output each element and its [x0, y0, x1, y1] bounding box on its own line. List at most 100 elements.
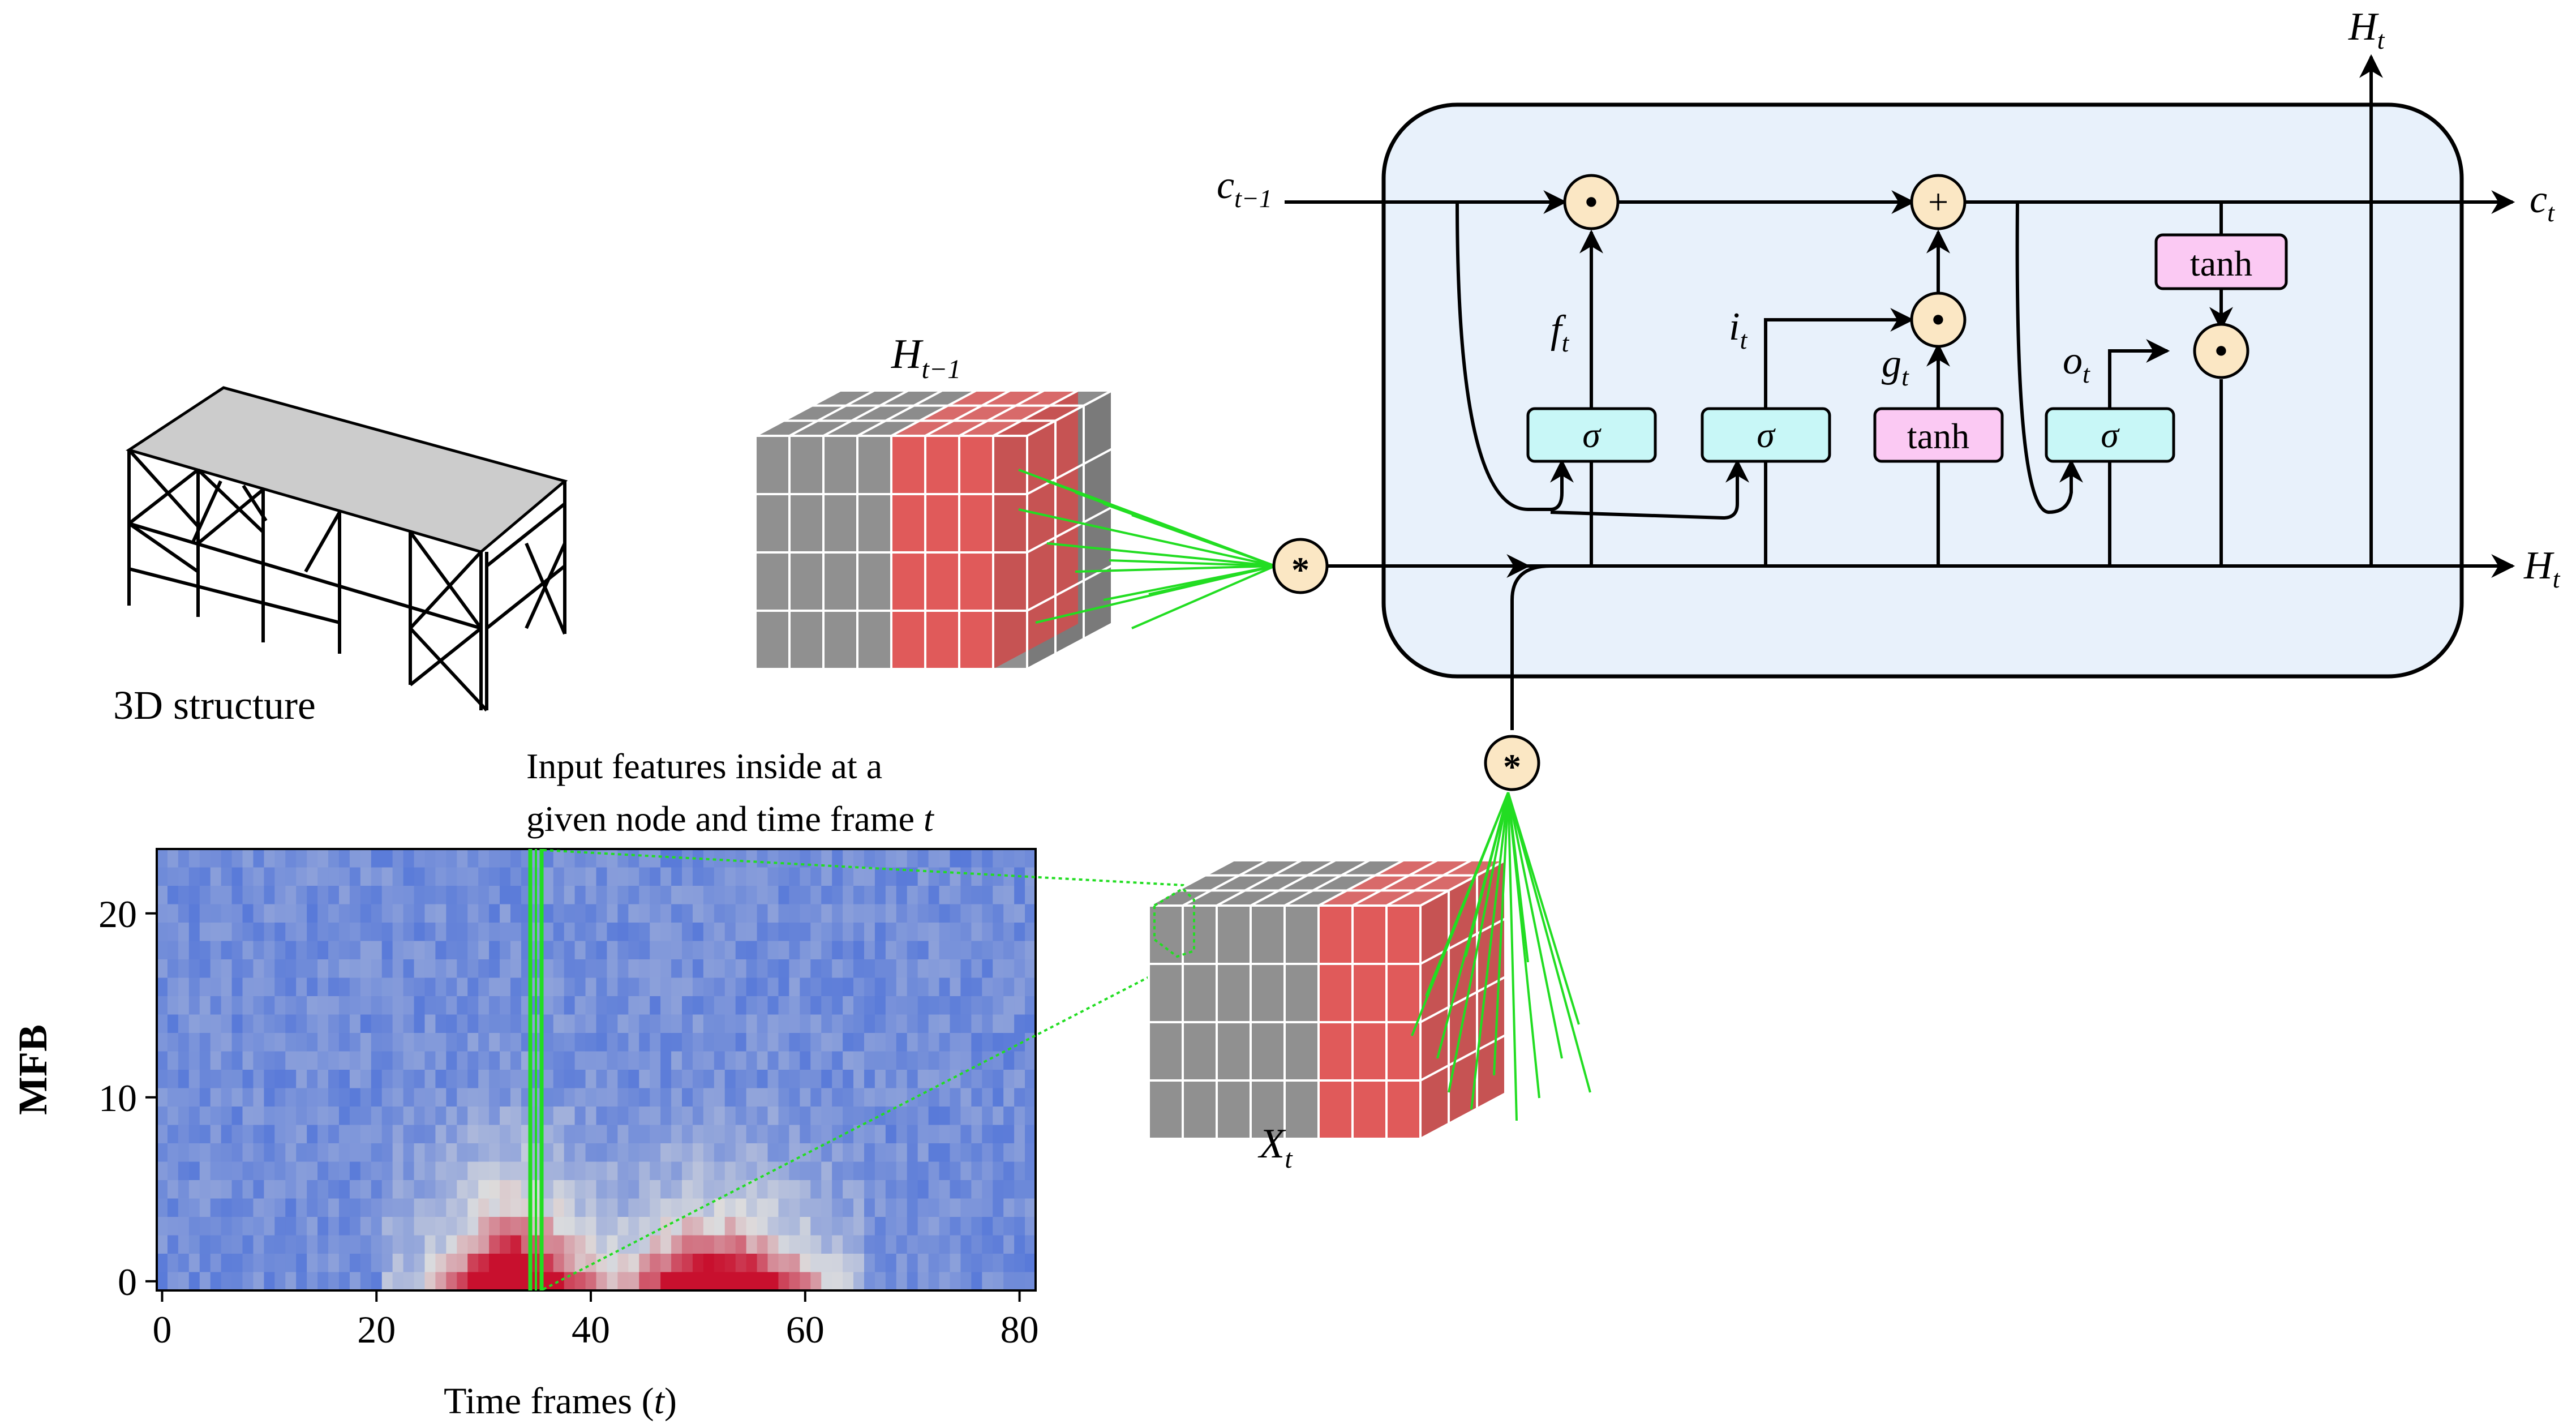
heatmap-cell — [982, 1033, 994, 1052]
heatmap-cell — [639, 1217, 650, 1236]
heatmap-cell — [285, 996, 297, 1015]
heatmap-cell — [993, 1088, 1004, 1107]
heatmap-cell — [874, 1088, 886, 1107]
heatmap-cell — [489, 996, 500, 1015]
heatmap-cell — [381, 1235, 393, 1254]
heatmap-cell — [864, 1014, 875, 1034]
heatmap-cell — [264, 977, 276, 997]
heatmap-cell — [617, 1235, 629, 1254]
heatmap-cell — [832, 959, 843, 979]
heatmap-cell — [285, 1217, 297, 1236]
input-conv-op: * — [1484, 735, 1540, 791]
heatmap-cell — [778, 996, 790, 1015]
heatmap-cell — [167, 1161, 179, 1181]
heatmap-cell — [435, 1272, 447, 1290]
heatmap-cell — [457, 1143, 469, 1163]
heatmap-cell — [757, 1180, 768, 1199]
heatmap-cell — [328, 1125, 340, 1144]
heatmap-cell — [500, 1033, 511, 1052]
heatmap-cell — [478, 977, 490, 997]
heatmap-cell — [703, 1161, 715, 1181]
heatmap-cell — [564, 977, 576, 997]
heatmap-cell — [360, 996, 372, 1015]
heatmap-cell — [296, 1235, 307, 1254]
heatmap-cell — [982, 1217, 994, 1236]
heatmap-cell — [285, 886, 297, 905]
heatmap-cell — [478, 886, 490, 905]
heatmap-cell — [767, 1033, 779, 1052]
heatmap-cell — [617, 904, 629, 923]
heatmap-cell — [542, 1254, 554, 1273]
heatmap-cell — [221, 996, 233, 1015]
heatmap-cell — [424, 886, 436, 905]
y-tick-label: 0 — [118, 1260, 137, 1303]
heatmap-cell — [317, 959, 329, 979]
heatmap-cell — [414, 1143, 426, 1163]
heatmap-cell — [178, 959, 190, 979]
heatmap-cell — [457, 1033, 469, 1052]
heatmap-cell — [800, 941, 812, 960]
heatmap-cell — [478, 1235, 490, 1254]
heatmap-cell — [285, 1107, 297, 1126]
heatmap-cell — [896, 1217, 908, 1236]
heatmap-cell — [639, 1051, 650, 1070]
heatmap-cell — [392, 1033, 404, 1052]
cell-state-prev-label: ct−1 — [1217, 164, 1272, 213]
heatmap-cell — [1014, 904, 1025, 923]
heatmap-cell — [639, 959, 650, 979]
heatmap-cell — [585, 977, 597, 997]
heatmap-cell — [692, 1217, 704, 1236]
heatmap-cell — [896, 959, 908, 979]
heatmap-cell — [1014, 1125, 1025, 1144]
heatmap-cell — [1025, 904, 1036, 923]
heatmap-cell — [478, 923, 490, 942]
heatmap-cell — [285, 1254, 297, 1273]
heatmap-cell — [757, 1014, 768, 1034]
heatmap-cell — [735, 1051, 747, 1070]
heatmap-cell — [971, 1180, 983, 1199]
heatmap-cell — [221, 977, 233, 997]
heatmap-cell — [810, 977, 822, 997]
heatmap-cell — [907, 959, 918, 979]
heatmap-cell — [349, 886, 361, 905]
heatmap-cell — [328, 1107, 340, 1126]
heatmap-cell — [457, 1014, 469, 1034]
heatmap-cell — [574, 1033, 586, 1052]
heatmap-cell — [553, 1161, 565, 1181]
heatmap-cell — [338, 904, 350, 923]
heatmap-cell — [617, 1180, 629, 1199]
heatmap-cell — [264, 1254, 276, 1273]
heatmap-cell — [810, 1235, 822, 1254]
heatmap-cell — [349, 996, 361, 1015]
heatmap-cell — [414, 1217, 426, 1236]
heatmap-cell — [392, 941, 404, 960]
heatmap-cell — [724, 1107, 736, 1126]
heatmap-cell — [757, 959, 768, 979]
heatmap-cell — [221, 886, 233, 905]
heatmap-cell — [757, 996, 768, 1015]
heatmap-cell — [446, 1051, 458, 1070]
heatmap-cell — [1003, 1125, 1015, 1144]
heatmap-cell — [746, 1070, 758, 1089]
heatmap-cell — [317, 923, 329, 942]
heatmap-cell — [896, 1033, 908, 1052]
heatmap-cell — [489, 1070, 500, 1089]
heatmap-cell — [435, 886, 447, 905]
heatmap-cell — [296, 1272, 307, 1290]
heatmap-cell — [735, 849, 747, 868]
heatmap-cell — [982, 1125, 994, 1144]
heatmap-cell — [435, 1254, 447, 1273]
heatmap-cell — [307, 996, 318, 1015]
heatmap-cell — [221, 849, 233, 868]
heatmap-cell — [457, 1217, 469, 1236]
heatmap-cell — [585, 1217, 597, 1236]
heatmap-cell — [242, 959, 254, 979]
heatmap-cell — [639, 923, 650, 942]
heatmap-cell — [1003, 1272, 1015, 1290]
heatmap-cell — [596, 886, 608, 905]
heatmap-cell — [757, 904, 768, 923]
heatmap-cell — [210, 923, 222, 942]
heatmap-cell — [553, 904, 565, 923]
heatmap-cell — [478, 1143, 490, 1163]
heatmap-cell — [478, 1070, 490, 1089]
